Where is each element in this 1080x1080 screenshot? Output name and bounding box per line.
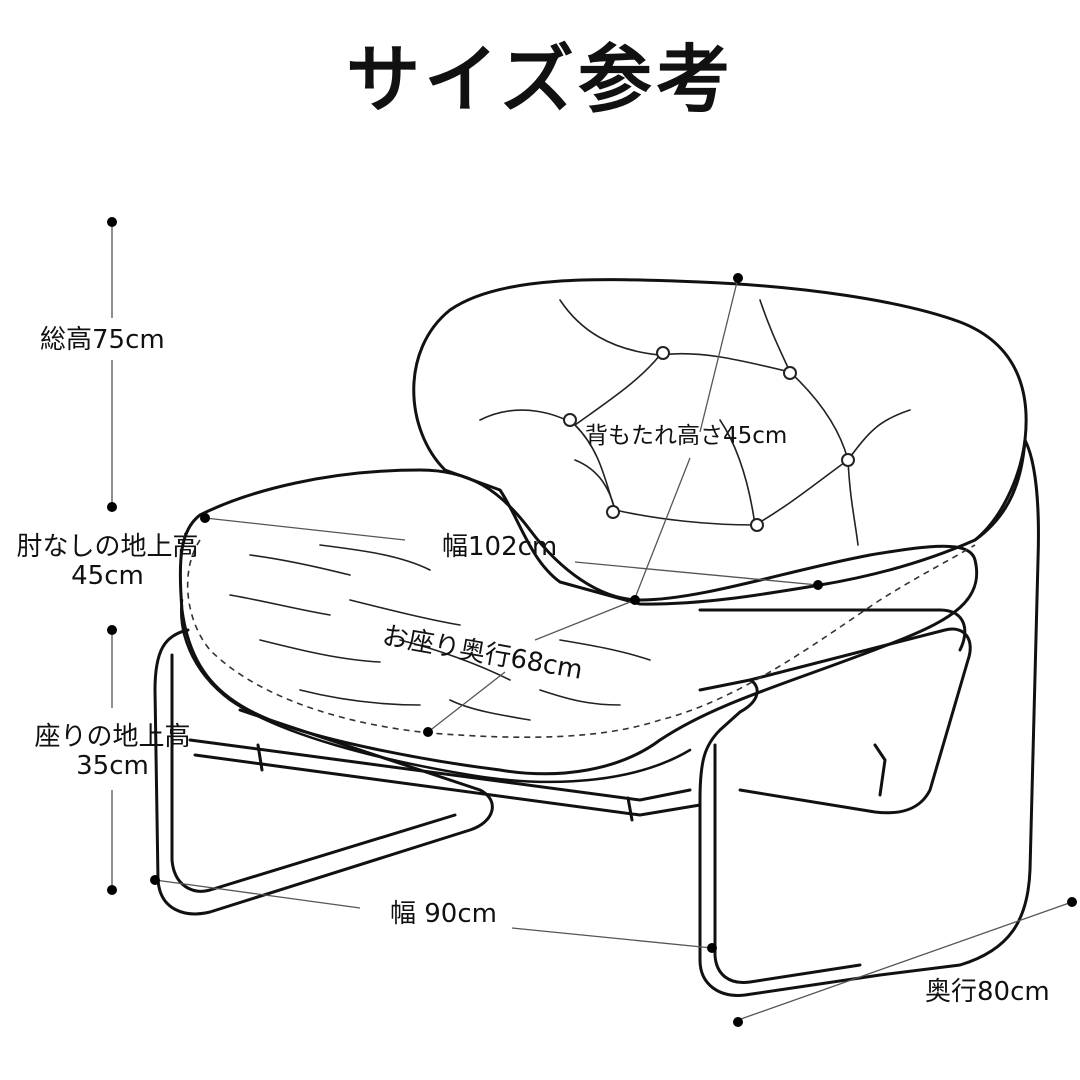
seat-height-value: 35cm [76, 750, 149, 781]
depth-label: 奥行80cm [925, 977, 1050, 1007]
width-top-label: 幅102cm [442, 532, 558, 562]
total-height-label: 総高75cm [40, 325, 165, 355]
right-side-panel [878, 438, 1040, 977]
seat-cushion [178, 468, 979, 776]
back-cushion [412, 278, 1028, 606]
armless-height-label: 肘なしの地上高 45cm [0, 533, 215, 590]
page-title: サイズ参考 [346, 37, 734, 123]
armless-height-value: 45cm [71, 560, 144, 591]
seat-height-text: 座りの地上高 [34, 722, 191, 752]
seat-height-label: 座りの地上高 35cm [5, 723, 220, 780]
backrest-height-label: 背もたれ高さ45cm [585, 423, 788, 449]
armless-height-text: 肘なしの地上高 [16, 532, 199, 562]
left-tube-frame [153, 628, 494, 916]
width-base-label: 幅 90cm [390, 899, 497, 929]
